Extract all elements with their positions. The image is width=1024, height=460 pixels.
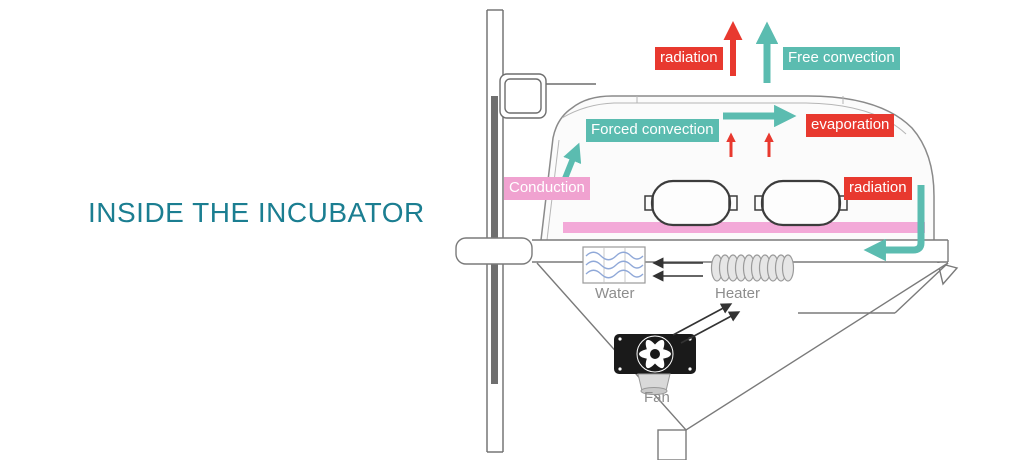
label-radiation-top: radiation — [655, 47, 723, 70]
heat-transfer-arrows — [557, 21, 925, 344]
label-conduction: Conduction — [504, 177, 590, 200]
fan-blades-icon — [614, 334, 696, 395]
label-forced-convection: Forced convection — [586, 119, 719, 142]
water-container-icon — [582, 246, 646, 284]
fan-to-heater-arrow-2 — [672, 303, 733, 336]
label-radiation-right: radiation — [844, 177, 912, 200]
heater-coil-icon — [710, 254, 795, 282]
page-title: INSIDE THE INCUBATOR — [88, 197, 425, 228]
label-water: Water — [595, 285, 635, 302]
fan-to-heater-arrow-1 — [680, 311, 741, 344]
base-shell — [536, 262, 949, 460]
mattress — [563, 222, 925, 233]
label-fan: Fan — [644, 389, 670, 406]
radiation-return-arrow-left — [863, 185, 925, 262]
porthole-right — [754, 179, 848, 227]
label-evaporation: evaporation — [806, 114, 895, 137]
porthole-left — [644, 179, 738, 227]
label-free-convection: Free convection — [783, 47, 900, 70]
label-heater: Heater — [715, 285, 761, 302]
